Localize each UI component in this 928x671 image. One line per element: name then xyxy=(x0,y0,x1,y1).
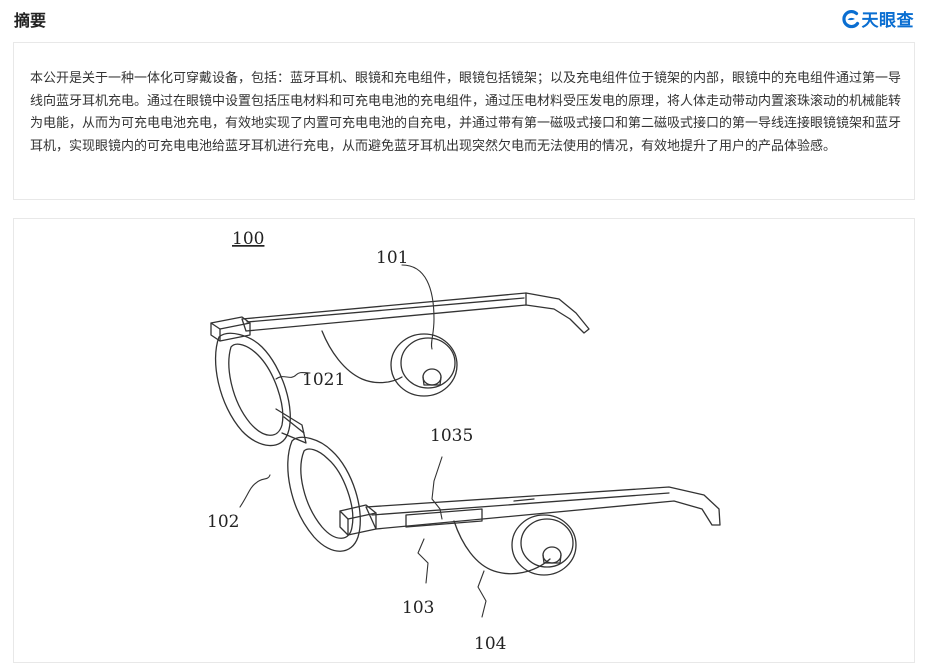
patent-drawing: 100 101 1021 102 1035 103 104 xyxy=(207,229,721,654)
label-100: 100 xyxy=(232,229,264,249)
abstract-panel: 本公开是关于一种一体化可穿戴设备，包括：蓝牙耳机、眼镜和充电组件，眼镜包括镜架；… xyxy=(13,42,915,200)
abstract-text: 本公开是关于一种一体化可穿戴设备，包括：蓝牙耳机、眼镜和充电组件，眼镜包括镜架；… xyxy=(30,71,902,154)
lower-charging-wire xyxy=(453,520,551,575)
lower-earphone xyxy=(511,514,577,576)
upper-temple-arm xyxy=(241,292,590,334)
header-bar: 摘要 天眼查 xyxy=(0,0,928,36)
label-1035: 1035 xyxy=(430,426,473,446)
patent-figure-panel: 100 101 1021 102 1035 103 104 xyxy=(13,218,915,663)
brand-name: 天眼查 xyxy=(861,11,914,31)
right-lens-rim xyxy=(287,436,361,552)
left-lens-rim xyxy=(214,332,291,447)
upper-charging-wire xyxy=(321,330,403,384)
label-104: 104 xyxy=(474,634,506,654)
label-102: 102 xyxy=(207,512,239,532)
reference-labels: 100 101 1021 102 1035 103 104 xyxy=(207,229,506,654)
label-101: 101 xyxy=(376,248,408,268)
upper-earphone xyxy=(390,333,458,397)
brand-logo[interactable]: 天眼查 xyxy=(841,6,915,31)
lower-temple-arm xyxy=(365,486,721,530)
left-hinge xyxy=(210,316,251,342)
label-103: 103 xyxy=(402,598,434,618)
section-title: 摘要 xyxy=(14,11,47,30)
label-1021: 1021 xyxy=(302,370,345,390)
tianyancha-logo-icon xyxy=(841,9,859,28)
bridge xyxy=(275,408,307,444)
right-hinge xyxy=(339,504,377,536)
reference-leader-lines xyxy=(239,264,487,618)
